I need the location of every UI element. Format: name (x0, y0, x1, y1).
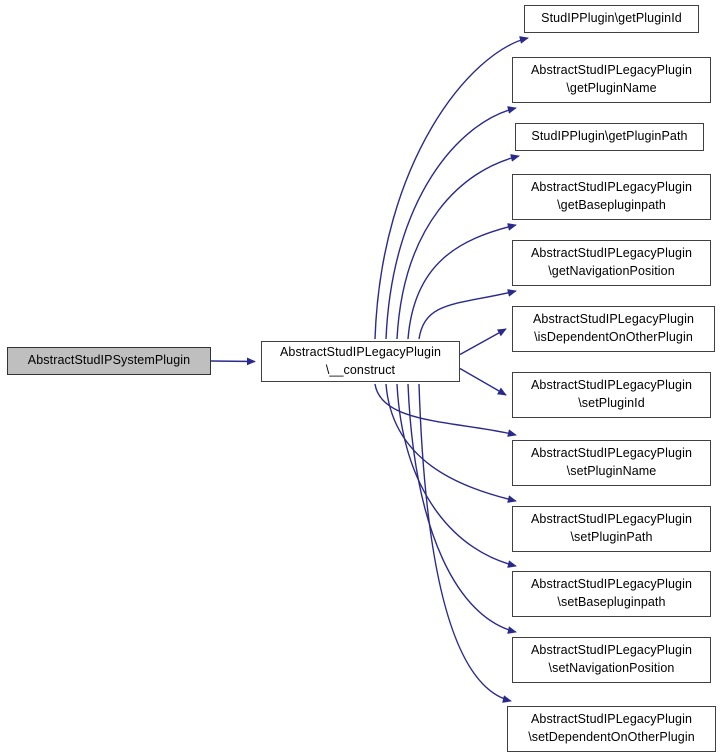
graph-node-setNavigationPosition[interactable]: AbstractStudIPLegacyPlugin \setNavigatio… (512, 637, 711, 683)
graph-node-setPluginPath[interactable]: AbstractStudIPLegacyPlugin \setPluginPat… (512, 506, 711, 552)
graph-node-label: AbstractStudIPLegacyPlugin \setPluginId (530, 378, 693, 410)
graph-node-label: AbstractStudIPLegacyPlugin \setNavigatio… (530, 643, 693, 675)
graph-edge (459, 367, 507, 396)
graph-node-label: AbstractStudIPLegacyPlugin \__construct (279, 344, 442, 377)
graph-node-getPluginId[interactable]: StudIPPlugin\getPluginId (524, 5, 699, 33)
graph-node-label: AbstractStudIPLegacyPlugin \getBaseplugi… (530, 180, 693, 212)
graph-edge (459, 328, 507, 356)
graph-edge (385, 383, 517, 503)
graph-node-label: AbstractStudIPLegacyPlugin \setDependent… (528, 712, 695, 744)
graph-node-getPluginName[interactable]: AbstractStudIPLegacyPlugin \getPluginNam… (512, 57, 711, 103)
graph-node-setBasepluginpath[interactable]: AbstractStudIPLegacyPlugin \setBaseplugi… (512, 571, 711, 617)
graph-node-label: AbstractStudIPLegacyPlugin \isDependentO… (532, 312, 695, 344)
graph-node-setPluginName[interactable]: AbstractStudIPLegacyPlugin \setPluginNam… (512, 440, 711, 486)
graph-node-center[interactable]: AbstractStudIPLegacyPlugin \__construct (261, 341, 460, 382)
graph-edge (374, 36, 529, 340)
graph-node-label: AbstractStudIPLegacyPlugin \setBaseplugi… (530, 577, 693, 609)
graph-edge (385, 106, 517, 340)
graph-node-isDependentOnOtherPlugin[interactable]: AbstractStudIPLegacyPlugin \isDependentO… (512, 306, 715, 352)
graph-node-label: StudIPPlugin\getPluginPath (531, 129, 688, 144)
graph-node-label: AbstractStudIPLegacyPlugin \setPluginPat… (530, 512, 693, 544)
graph-edge (418, 289, 517, 340)
graph-node-getNavigationPosition[interactable]: AbstractStudIPLegacyPlugin \getNavigatio… (512, 240, 711, 286)
graph-node-label: AbstractStudIPSystemPlugin (27, 353, 191, 368)
graph-node-getBasepluginpath[interactable]: AbstractStudIPLegacyPlugin \getBaseplugi… (512, 174, 711, 220)
graph-edge (396, 154, 520, 340)
graph-edge (374, 383, 517, 437)
graph-node-setPluginId[interactable]: AbstractStudIPLegacyPlugin \setPluginId (512, 372, 711, 418)
graph-node-setDependentOnOtherPlugin[interactable]: AbstractStudIPLegacyPlugin \setDependent… (507, 706, 716, 752)
graph-edge (210, 357, 256, 366)
graph-node-getPluginPath[interactable]: StudIPPlugin\getPluginPath (515, 123, 704, 151)
graph-node-label: AbstractStudIPLegacyPlugin \setPluginNam… (530, 446, 693, 478)
graph-node-label: AbstractStudIPLegacyPlugin \getPluginNam… (530, 63, 693, 95)
graph-node-label: StudIPPlugin\getPluginId (541, 11, 682, 26)
graph-edge (418, 383, 512, 703)
graph-edge (396, 383, 517, 568)
graph-node-root[interactable]: AbstractStudIPSystemPlugin (7, 347, 211, 375)
graph-node-label: AbstractStudIPLegacyPlugin \getNavigatio… (530, 246, 693, 278)
graph-edge (407, 383, 517, 634)
graph-edge (407, 223, 517, 340)
